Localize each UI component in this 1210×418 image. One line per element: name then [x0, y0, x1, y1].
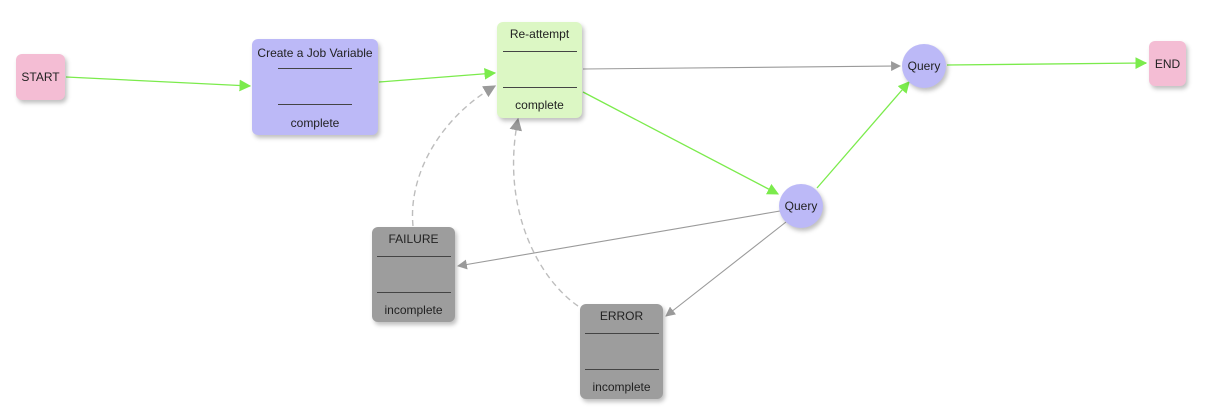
re-attempt-divider-1: [502, 51, 577, 52]
failure-divider-2: [376, 292, 451, 293]
edge-query-mid-to-error: [665, 221, 787, 317]
query-top-label: Query: [907, 59, 941, 73]
re-attempt-node[interactable]: Re-attempt complete: [497, 22, 582, 118]
create-job-variable-status: complete: [290, 116, 340, 130]
edge-failure-to-re-attempt: [411, 85, 497, 227]
end-label: END: [1154, 56, 1181, 71]
create-job-variable-node[interactable]: Create a Job Variable complete: [252, 39, 378, 135]
create-job-variable-divider-1: [278, 68, 352, 69]
edge-query-top-to-end: [946, 57, 1148, 69]
query-mid-label: Query: [784, 199, 818, 213]
failure-divider-1: [376, 256, 451, 257]
start-label: START: [21, 70, 60, 84]
edge-re-attempt-to-query-top: [582, 61, 901, 72]
end-node[interactable]: END: [1149, 41, 1186, 86]
edge-re-attempt-to-query-mid: [582, 91, 780, 195]
failure-title: FAILURE: [388, 232, 439, 246]
edge-error-to-re-attempt: [509, 117, 579, 307]
query-mid-node[interactable]: Query: [779, 184, 823, 228]
error-title: ERROR: [599, 309, 644, 323]
edge-query-mid-to-failure: [457, 210, 781, 270]
edge-create-job-variable-to-re-attempt: [378, 67, 497, 83]
re-attempt-status: complete: [515, 98, 564, 112]
failure-status: incomplete: [384, 303, 443, 317]
failure-node[interactable]: FAILURE incomplete: [372, 227, 455, 322]
error-divider-2: [584, 369, 659, 370]
re-attempt-title: Re-attempt: [509, 27, 570, 41]
edge-query-mid-to-query-top: [816, 81, 910, 189]
create-job-variable-divider-2: [278, 104, 352, 105]
error-status: incomplete: [592, 380, 651, 394]
error-divider-1: [584, 333, 659, 334]
edge-start-to-create-job-variable: [65, 76, 252, 92]
query-top-node[interactable]: Query: [902, 44, 946, 88]
re-attempt-divider-2: [502, 87, 577, 88]
start-node[interactable]: START: [16, 54, 65, 100]
error-node[interactable]: ERROR incomplete: [580, 304, 663, 399]
create-job-variable-title: Create a Job Variable: [257, 46, 373, 60]
